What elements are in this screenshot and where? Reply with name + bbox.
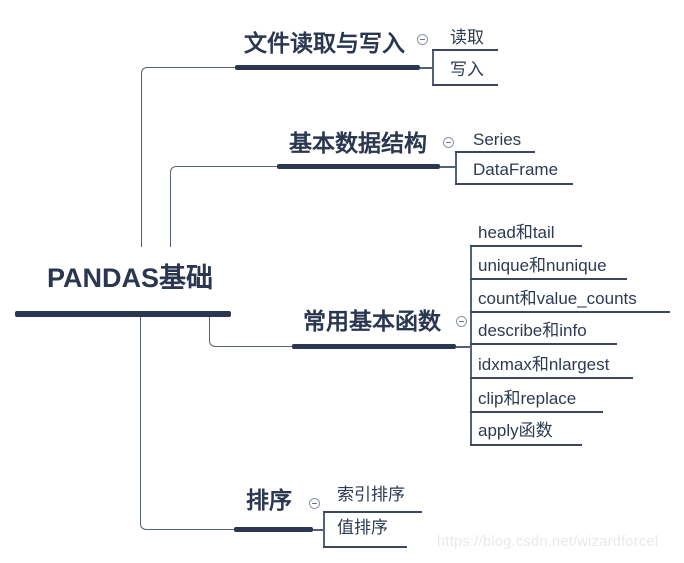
child-underline	[470, 278, 627, 280]
child-underline	[470, 343, 617, 345]
collapse-minus-icon[interactable]	[443, 137, 454, 148]
branch-data-structures-children-bracket	[455, 152, 457, 185]
minus-glyph	[420, 38, 425, 41]
child-underline	[470, 245, 582, 247]
child-topic-label[interactable]: 读取	[450, 28, 484, 47]
collapse-minus-icon[interactable]	[456, 316, 467, 327]
child-underline	[455, 183, 573, 185]
child-underline	[470, 377, 633, 379]
child-underline	[455, 151, 535, 153]
connector-elbow-branch-data-structures	[170, 166, 278, 247]
child-topic-label[interactable]: 写入	[450, 60, 484, 79]
child-topic-label[interactable]: 索引排序	[337, 485, 405, 504]
child-topic-label[interactable]: 值排序	[337, 518, 388, 537]
collapse-minus-icon[interactable]	[417, 34, 428, 45]
child-underline	[432, 84, 498, 86]
child-topic-label[interactable]: idxmax和nlargest	[478, 355, 610, 374]
child-underline	[470, 311, 670, 313]
branch-data-structures-underline	[277, 164, 440, 169]
branch-file-io-children-bracket	[432, 50, 434, 86]
minus-glyph	[446, 141, 451, 144]
branch-file-io-child-link	[420, 67, 432, 69]
collapse-minus-icon[interactable]	[309, 498, 320, 509]
branch-common-functions-underline	[292, 344, 456, 349]
root-underline	[15, 311, 231, 317]
child-underline	[432, 49, 498, 51]
branch-sorting-children-bracket	[323, 512, 325, 548]
child-underline	[323, 511, 422, 513]
minus-glyph	[312, 502, 317, 505]
connector-elbow-branch-sorting	[140, 317, 235, 530]
branch-file-io-label[interactable]: 文件读取与写入	[244, 30, 405, 56]
connector-elbow-branch-file-io	[141, 67, 236, 247]
child-topic-label[interactable]: DataFrame	[473, 160, 559, 179]
child-topic-label[interactable]: describe和info	[478, 321, 587, 340]
child-topic-label[interactable]: clip和replace	[478, 389, 577, 408]
child-topic-label[interactable]: head和tail	[478, 223, 555, 242]
branch-sorting-underline	[234, 527, 313, 532]
branch-sorting-label[interactable]: 排序	[246, 487, 292, 513]
root-topic-label[interactable]: PANDAS基础	[47, 263, 214, 293]
branch-common-functions-child-link	[456, 346, 470, 348]
branch-file-io-underline	[235, 65, 420, 70]
branch-data-structures-label[interactable]: 基本数据结构	[289, 130, 427, 156]
child-topic-label[interactable]: apply函数	[478, 421, 553, 440]
branch-sorting-child-link	[313, 529, 323, 531]
child-topic-label[interactable]: unique和nunique	[478, 256, 607, 275]
branch-data-structures-child-link	[440, 166, 455, 168]
child-underline	[470, 444, 582, 446]
minus-glyph	[459, 320, 464, 323]
branch-common-functions-children-bracket	[470, 246, 472, 445]
branch-common-functions-label[interactable]: 常用基本函数	[303, 308, 441, 334]
child-topic-label[interactable]: count和value_counts	[478, 289, 637, 308]
csdn-watermark: https://blog.csdn.net/wizardforcel	[437, 534, 659, 550]
child-topic-label[interactable]: Series	[473, 130, 522, 149]
child-underline	[470, 411, 603, 413]
connector-elbow-branch-common-functions	[209, 317, 293, 347]
child-underline	[323, 546, 407, 548]
